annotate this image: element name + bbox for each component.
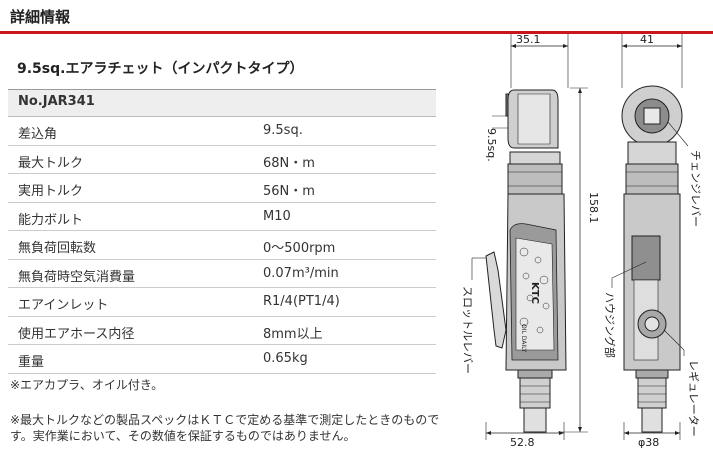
spec-value: 9.5sq. <box>263 123 303 138</box>
spec-label: 能力ボルト <box>18 212 84 228</box>
spec-row: 能力ボルト M10 <box>8 203 436 231</box>
regulator-label: レギュレーター <box>687 360 700 437</box>
spec-label: 最大トルク <box>18 155 84 171</box>
dim-head-width: 41 <box>640 33 654 46</box>
change-lever-label: チェンジレバー <box>689 150 702 227</box>
dim-head-length: 35.1 <box>516 33 541 46</box>
section-header: 詳細情報 <box>0 0 713 34</box>
side-view <box>471 34 588 440</box>
front-view <box>611 34 689 440</box>
spec-row: 最大トルク 68N・m <box>8 146 436 174</box>
spec-label: 無負荷回転数 <box>18 241 97 256</box>
note-disclaimer: ※最大トルクなどの製品スペックはＫＴＣで定める基準で測定したときのものです。実作… <box>10 413 440 443</box>
header-divider <box>0 31 713 34</box>
housing-label: ハウジング部 <box>603 292 617 358</box>
dim-overall-height: 158.1 <box>587 192 600 224</box>
model-number: No.JAR341 <box>18 94 95 109</box>
spec-row: 差込角 9.5sq. <box>8 117 436 146</box>
dim-square-drive: 9.5sq. <box>485 128 498 162</box>
spec-value: 0.07m³/min <box>263 265 339 281</box>
dim-body-depth: 52.8 <box>510 436 535 449</box>
spec-row: 無負荷回転数 0～500rpm <box>8 231 436 260</box>
spec-row: 重量 0.65kg <box>8 345 436 374</box>
note-accessories: ※エアカプラ、オイル付き。 <box>10 378 164 392</box>
spec-table: No.JAR341 差込角 9.5sq. 最大トルク 68N・m 実用トルク 56N・… <box>8 89 436 374</box>
spec-value: M10 <box>263 208 291 224</box>
spec-label: エアインレット <box>18 298 109 313</box>
spec-label: 実用トルク <box>18 184 84 199</box>
spec-value: 0～500rpm <box>263 241 336 256</box>
spec-row: エアインレット R1/4(PT1/4) <box>8 288 436 317</box>
oil-label: OIL DAILY <box>520 324 527 353</box>
product-drawing: 35.1 158.1 9.5sq. 52.8 スロットルレバー KTC OIL … <box>461 33 702 449</box>
spec-value: 0.65kg <box>263 351 308 366</box>
spec-value: 56N・m <box>263 184 315 199</box>
throttle-lever-label: スロットルレバー <box>461 286 474 374</box>
spec-value: R1/4(PT1/4) <box>263 294 340 309</box>
spec-row: 無負荷時空気消費量 0.07m³/min <box>8 260 436 288</box>
product-title: 9.5sq.エアラチェット（インパクトタイプ） <box>17 61 304 77</box>
spec-label: 無負荷時空気消費量 <box>18 269 136 285</box>
section-title: 詳細情報 <box>10 8 71 26</box>
spec-value: 68N・m <box>263 155 315 171</box>
brand-logo: KTC <box>529 282 540 304</box>
spec-label: 重量 <box>18 355 45 370</box>
spec-table-header: No.JAR341 <box>8 89 436 117</box>
spec-label: 差込角 <box>18 127 58 142</box>
spec-row: 実用トルク 56N・m <box>8 174 436 203</box>
spec-row: 使用エアホース内径 8mm以上 <box>8 317 436 345</box>
spec-label: 使用エアホース内径 <box>18 326 135 342</box>
dim-coupler-diameter: φ38 <box>638 436 659 449</box>
spec-value: 8mm以上 <box>263 326 323 342</box>
